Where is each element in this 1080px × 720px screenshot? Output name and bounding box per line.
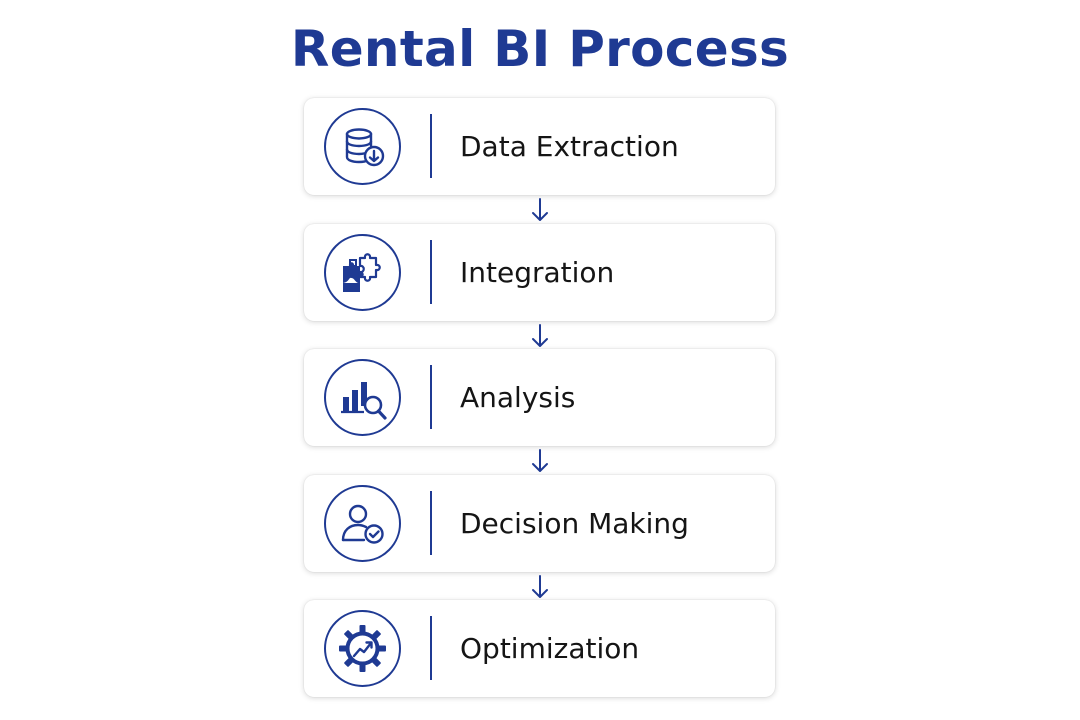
step-divider: [430, 616, 432, 680]
flow-arrow-icon: [532, 575, 548, 598]
step-label: Optimization: [460, 632, 640, 665]
step-label: Decision Making: [460, 507, 689, 540]
flow-arrow-icon: [532, 198, 548, 221]
flow-arrow-icon: [532, 324, 548, 347]
bar-chart-magnifier-icon: [324, 359, 401, 436]
database-download-icon: [324, 108, 401, 185]
step-label: Analysis: [460, 381, 576, 414]
step-card-data-extraction: Data Extraction: [304, 98, 775, 195]
gear-trend-icon: [324, 610, 401, 687]
step-card-optimization: Optimization: [304, 600, 775, 697]
step-label: Data Extraction: [460, 130, 679, 163]
step-label: Integration: [460, 256, 615, 289]
diagram-title: Rental BI Process: [290, 20, 790, 78]
step-divider: [430, 240, 432, 304]
step-card-analysis: Analysis: [304, 349, 775, 446]
step-card-integration: Integration: [304, 224, 775, 321]
step-divider: [430, 365, 432, 429]
puzzle-icon: [324, 234, 401, 311]
step-divider: [430, 114, 432, 178]
step-divider: [430, 491, 432, 555]
user-check-icon: [324, 485, 401, 562]
step-card-decision-making: Decision Making: [304, 475, 775, 572]
flow-arrow-icon: [532, 449, 548, 472]
